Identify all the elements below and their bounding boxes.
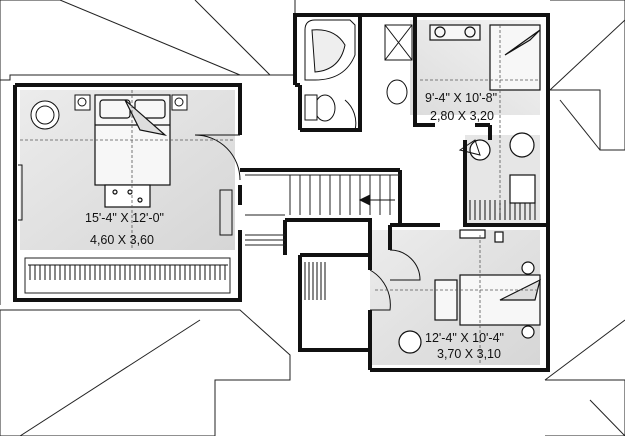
dim-imperial: 15'-4" X 12'-0" bbox=[85, 211, 164, 225]
dim-imperial: 12'-4" X 10'-4" bbox=[425, 331, 504, 345]
dresser-left bbox=[219, 189, 233, 236]
thin-lines bbox=[24, 174, 400, 294]
doors bbox=[194, 99, 481, 311]
room-bedroom-right-top: 9'-4" X 10'-8" 2,80 X 3,20 bbox=[425, 91, 497, 123]
bed-upper-right bbox=[429, 24, 541, 204]
armchair-left bbox=[30, 100, 60, 130]
walls bbox=[13, 13, 550, 372]
stair-arrow-icon bbox=[358, 194, 395, 206]
dim-imperial: 9'-4" X 10'-8" bbox=[425, 91, 497, 105]
wardrobe-left bbox=[28, 264, 228, 280]
dim-metric: 2,80 X 3,20 bbox=[430, 109, 494, 123]
bathroom bbox=[304, 19, 413, 122]
nightstands-left bbox=[74, 94, 188, 111]
window-left bbox=[18, 164, 23, 221]
dim-metric: 3,70 X 3,10 bbox=[437, 347, 501, 361]
dim-metric: 4,60 X 3,60 bbox=[90, 233, 154, 247]
room-bedroom-left: 15'-4" X 12'-0" 4,60 X 3,60 bbox=[85, 211, 164, 247]
room-bedroom-right-bottom: 12'-4" X 10'-4" 3,70 X 3,10 bbox=[425, 331, 504, 361]
dim-axes bbox=[20, 25, 540, 365]
